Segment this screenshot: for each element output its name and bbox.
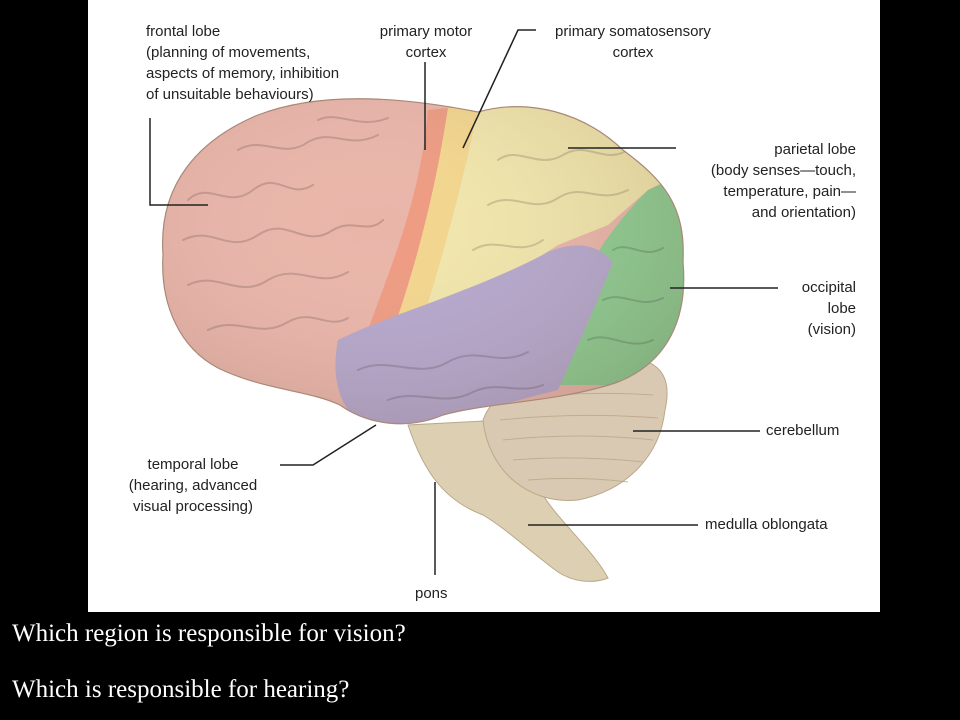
medulla-text: medulla oblongata [705,516,828,533]
parietal-lobe-label: parietal lobe (body senses—touch, temper… [676,139,856,223]
parietal-lobe-title: parietal lobe [774,141,856,158]
frontal-lobe-desc-3: of unsuitable behaviours) [146,86,314,103]
pons-text: pons [415,585,448,602]
temporal-lobe-label: temporal lobe (hearing, advanced visual … [113,454,273,517]
parietal-lobe-desc-2: temperature, pain— [723,183,856,200]
primary-somatosensory-cortex-label: primary somatosensory cortex [535,21,731,63]
medulla-oblongata-label: medulla oblongata [705,514,828,535]
cerebellum-label: cerebellum [766,420,839,441]
occipital-line-1: occipital [801,279,856,296]
somatosensory-leader [462,29,536,149]
brain-diagram: frontal lobe (planning of movements, asp… [88,0,880,612]
pons-label: pons [415,583,448,604]
somatosensory-line-1: primary somatosensory [555,23,711,40]
primary-motor-cortex-label: primary motor cortex [361,21,491,63]
occipital-line-2: lobe [827,300,856,317]
brain-illustration [149,29,778,582]
frontal-lobe-desc-2: aspects of memory, inhibition [146,65,340,82]
frontal-lobe-leader [149,118,208,206]
leader-lines [149,29,778,575]
frontal-lobe-label: frontal lobe (planning of movements, asp… [146,21,339,105]
question-hearing: Which is responsible for hearing? [12,676,350,703]
occipital-line-3: (vision) [807,321,856,338]
parietal-lobe-desc-3: and orientation) [751,204,856,221]
occipital-lobe-label: occipital lobe (vision) [756,277,856,340]
cerebrum-outline [162,98,685,425]
question-vision: Which region is responsible for vision? [12,620,406,647]
primary-motor-cortex-line-1: primary motor [379,23,473,40]
temporal-lobe-leader [280,424,377,466]
somatosensory-line-2: cortex [612,44,654,61]
parietal-lobe-desc-1: (body senses—touch, [710,162,856,179]
temporal-lobe-title: temporal lobe [147,456,239,473]
cerebrum [162,98,684,424]
cerebellum-text: cerebellum [766,422,840,439]
frontal-lobe-title: frontal lobe [146,23,221,40]
primary-motor-cortex-line-2: cortex [405,44,447,61]
temporal-lobe-desc-1: (hearing, advanced [128,477,258,494]
frontal-lobe-desc-1: (planning of movements, [146,44,311,61]
temporal-lobe-desc-2: visual processing) [132,498,254,515]
